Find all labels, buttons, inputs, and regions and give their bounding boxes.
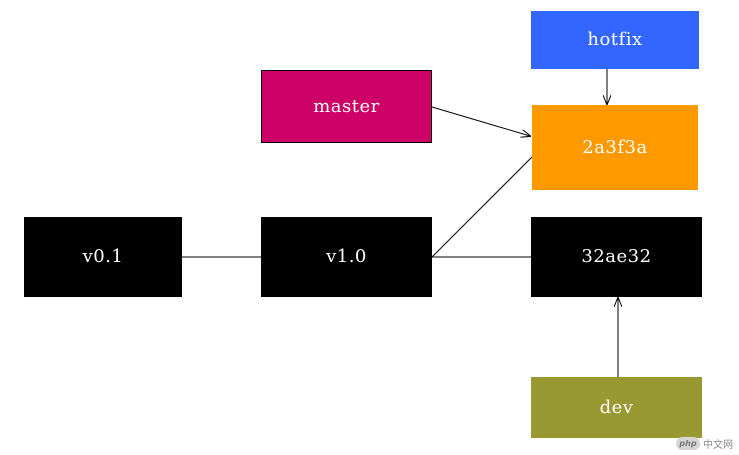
node-v0-1-label: v0.1: [82, 246, 124, 267]
commit-2a3f3a-label: 2a3f3a: [582, 136, 648, 158]
branch-hotfix: hotfix: [531, 11, 699, 69]
node-v0-1: v0.1: [24, 217, 182, 297]
branch-hotfix-label: hotfix: [587, 29, 643, 50]
commit-32ae32-label: 32ae32: [581, 246, 652, 267]
watermark-logo: php: [676, 437, 700, 450]
branch-dev: dev: [531, 377, 702, 438]
edge-v10-2a3f3a: [431, 156, 533, 258]
branch-master-label: master: [313, 95, 380, 117]
edge-master-2a3f3a: [431, 106, 530, 136]
commit-2a3f3a: 2a3f3a: [532, 105, 698, 190]
branch-master: master: [261, 70, 432, 143]
watermark-text: 中文网: [703, 440, 733, 451]
branch-dev-label: dev: [599, 396, 634, 418]
node-v1-0-label: v1.0: [326, 246, 367, 267]
node-v1-0: v1.0: [261, 217, 432, 297]
watermark: php 中文网: [676, 436, 733, 451]
commit-32ae32: 32ae32: [531, 217, 702, 297]
